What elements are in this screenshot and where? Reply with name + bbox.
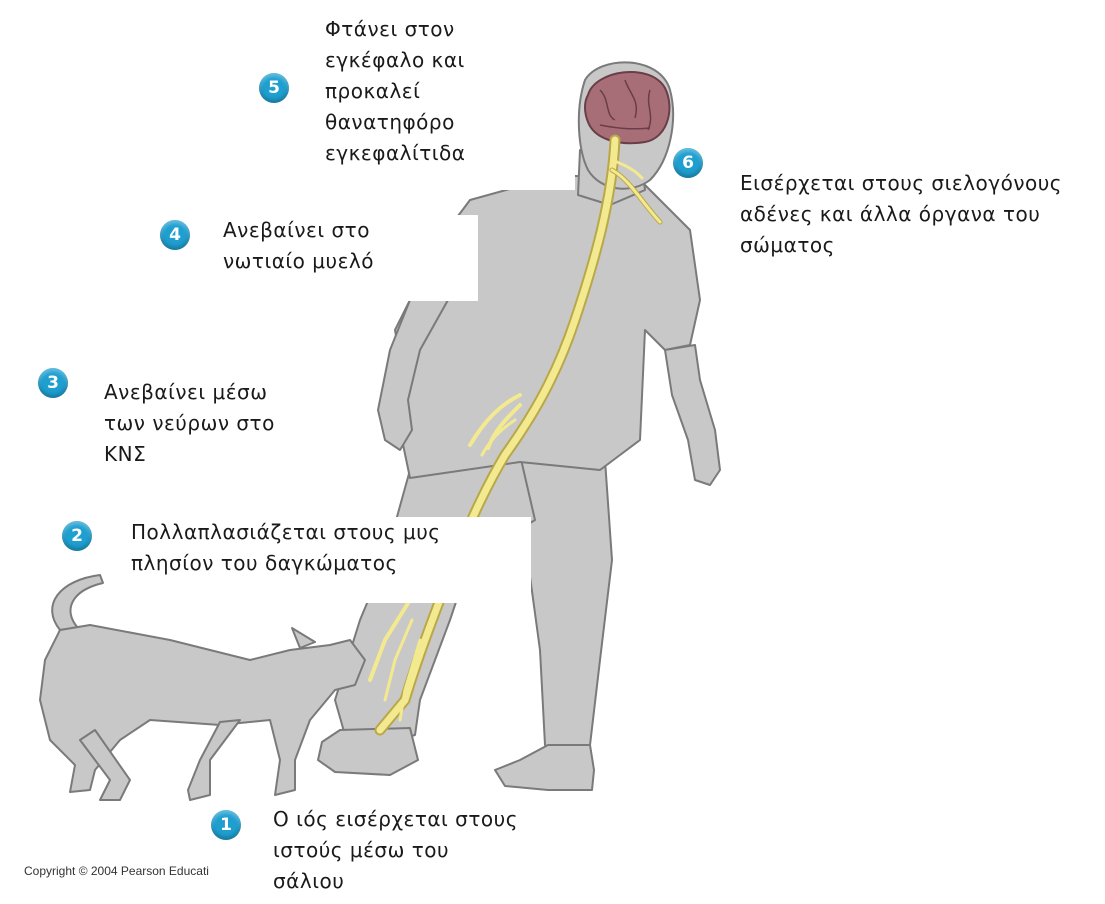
step-1-label: Ο ιός εισέρχεται στους ιστούς μέσω του σ… [265,804,573,902]
man-left-shoe [318,728,418,775]
man-right-arm [665,345,720,485]
step-2-label: Πολλαπλασιάζεται στους μυς πλησίον του δ… [125,517,531,603]
dog-figure [40,575,365,800]
step-5-badge: 5 [259,73,289,103]
step-4-badge: 4 [160,220,190,250]
man-right-leg [520,455,612,770]
step-4-label: Ανεβαίνει στο νωτιαίο μυελό [215,215,478,301]
dog-front-leg [188,720,240,800]
step-3-label: Ανεβαίνει μέσω των νεύρων στο ΚΝΣ [96,377,324,477]
dog-ear [292,628,315,648]
step-6-badge: 6 [673,148,703,178]
step-1-badge: 1 [211,810,241,840]
step-5-label: Φτάνει στον εγκέφαλο και προκαλεί θανατη… [317,14,575,190]
step-6-label: Εισέρχεται στους σιελογόνους αδένες και … [740,168,1095,268]
step-3-badge: 3 [38,368,68,398]
man-right-shoe [495,745,594,790]
brain [585,72,669,143]
dog-tail [52,575,103,630]
copyright-notice: Copyright © 2004 Pearson Educati [24,864,209,878]
step-2-badge: 2 [62,521,92,551]
